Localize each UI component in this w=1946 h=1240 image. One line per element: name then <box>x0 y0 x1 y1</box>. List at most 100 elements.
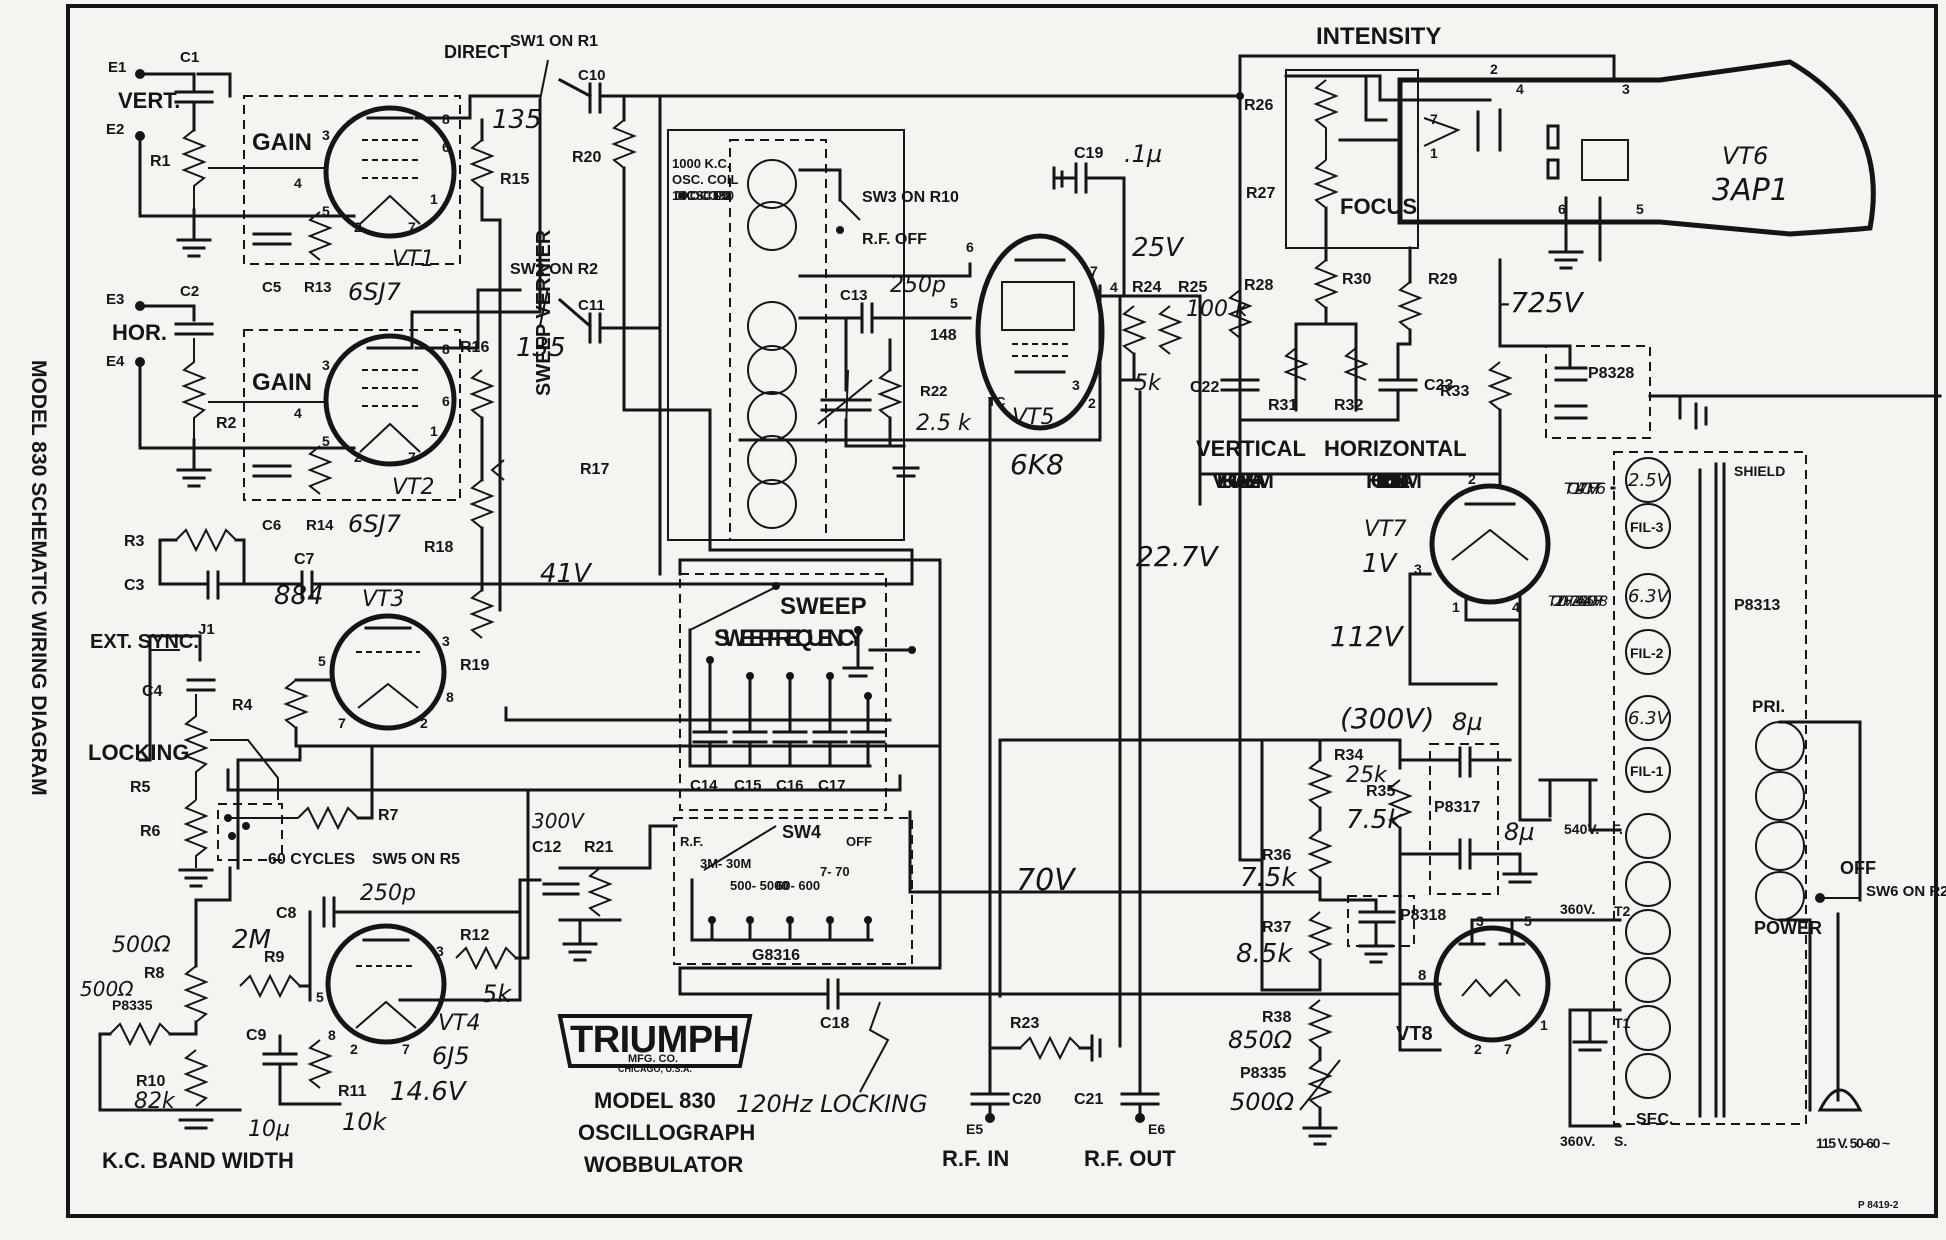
label-c1: C1 <box>180 49 199 66</box>
sw4-pos-7: 7- 70 <box>820 864 850 879</box>
svg-text:2: 2 <box>1474 1041 1482 1057</box>
sync-coupling: R3 C3 C7 <box>124 527 914 600</box>
label-r17: R17 <box>580 461 609 478</box>
hand-300v-b: 300V <box>532 809 585 833</box>
tap-fil1: FIL-1 <box>1630 763 1664 779</box>
svg-text:7: 7 <box>408 449 416 465</box>
hand-r38: 850Ω <box>1228 1026 1293 1054</box>
label-r12: R12 <box>460 927 489 944</box>
label-sw3: SW3 ON R10 <box>862 189 959 206</box>
tube-vt1-ref: VT1 <box>392 247 435 272</box>
note-vt7: TO 2-7 OF VT7 2-3-4-5-4 1-4-5 OF VT8 <box>1548 594 1608 610</box>
label-sw5: SW5 ON R5 <box>372 851 460 868</box>
label-c5: C5 <box>262 279 281 296</box>
transformer-primary-1 <box>1755 721 1805 771</box>
rf-io: C18 R23 C20 E5 R.F. IN C21 E6 R.F. OUT 1… <box>678 390 1402 1171</box>
tube-vt7 <box>1429 483 1551 605</box>
label-e6: E6 <box>1148 1121 1165 1137</box>
hand-r35: 7.5k <box>1346 805 1403 835</box>
svg-text:6: 6 <box>442 393 450 409</box>
tap-6-3v-b: 6.3V. <box>1628 708 1673 729</box>
power-filter: (300V) 8µ R34 25k R35 7.5k P8317 8µ R36 … <box>908 702 1538 1146</box>
transformer-primary-3 <box>1755 821 1805 871</box>
label-osc-coil: 1000 K.C. OSC. COIL P 8320 <box>672 188 734 203</box>
hand-14-6v: 14.6V <box>390 1077 468 1107</box>
tube-vt5-ref: VT5 <box>1012 405 1055 430</box>
svg-text:8: 8 <box>446 689 454 705</box>
label-r37: R37 <box>1262 919 1291 936</box>
label-c4: C4 <box>142 683 163 700</box>
label-r30: R30 <box>1342 271 1371 288</box>
label-c19: C19 <box>1074 145 1103 162</box>
hand-r12: 5k <box>482 980 512 1008</box>
label-r16: R16 <box>460 339 489 356</box>
label-vert: VERT. <box>118 88 180 113</box>
label-r2: R2 <box>216 415 237 432</box>
model-line1: MODEL 830 <box>594 1088 716 1113</box>
svg-text:2: 2 <box>350 1041 358 1057</box>
hand-300v-a: (300V) <box>1340 702 1434 735</box>
hand-c19: .1µ <box>1124 140 1162 168</box>
hand-135b: 135 <box>516 333 566 363</box>
terminal-e5[interactable] <box>985 1113 995 1123</box>
tap-360v-b: 360V. <box>1560 1133 1595 1149</box>
svg-text:5: 5 <box>318 653 326 669</box>
hand-120hz-locking: 120Hz LOCKING <box>736 1090 928 1118</box>
label-r21: R21 <box>584 839 613 856</box>
svg-text:2: 2 <box>420 715 428 731</box>
label-60-cycles: 60 CYCLES <box>268 851 355 868</box>
svg-text:5: 5 <box>322 433 330 449</box>
tube-vt3-ref: VT3 <box>362 587 405 612</box>
hand-8u-2: 8µ <box>1504 818 1535 846</box>
label-c9: C9 <box>246 1027 267 1044</box>
hand-c9: 10µ <box>248 1117 290 1142</box>
label-horizontal-beam: HORIZONTAL BEAM <box>1366 468 1422 493</box>
label-direct: DIRECT <box>444 42 511 62</box>
label-r10: R10 <box>136 1073 165 1090</box>
tube-vt5-type: 6K8 <box>1010 448 1064 481</box>
vt5-stage: 1000 K.C. OSC. COIL 1000 K.C. OSC. COIL … <box>667 129 1502 1050</box>
tube-vt1 <box>323 105 457 239</box>
p8317-box <box>1429 743 1499 895</box>
osc-coils <box>747 159 797 529</box>
label-kc-band-width: K.C. BAND WIDTH <box>102 1148 294 1173</box>
label-rf-in: R.F. IN <box>942 1146 1009 1171</box>
label-osc-coil-2: OSC. COIL <box>672 172 739 187</box>
label-e4: E4 <box>106 353 125 370</box>
label-c18: C18 <box>820 1015 849 1032</box>
power-transformer: SHIELD P8313 2.5V. FIL-3 6.3V. FIL-2 6.3… <box>1548 451 1946 1151</box>
label-r15: R15 <box>500 171 529 188</box>
label-r19: R19 <box>460 657 489 674</box>
terminal-e6[interactable] <box>1135 1113 1145 1123</box>
svg-text:4: 4 <box>1512 599 1520 615</box>
label-vertical-beam-1: VERTICAL <box>1196 436 1306 461</box>
tube-vt8-ref: VT8 <box>1396 1023 1433 1045</box>
shield-box-vt2 <box>243 329 461 501</box>
shield-box-vt1 <box>243 95 461 265</box>
label-e3: E3 <box>106 291 124 308</box>
transformer-primary-2 <box>1755 771 1805 821</box>
label-e5: E5 <box>966 1121 983 1137</box>
svg-text:5: 5 <box>322 203 330 219</box>
svg-text:1: 1 <box>1452 599 1460 615</box>
svg-text:4: 4 <box>1110 279 1118 295</box>
label-vertical-beam: VERTICAL BEAM <box>1212 468 1274 493</box>
label-p8317: P8317 <box>1434 799 1480 816</box>
tap-s: S. <box>1614 1133 1627 1149</box>
label-c6: C6 <box>262 517 281 534</box>
svg-text:7: 7 <box>1504 1041 1512 1057</box>
label-r32: R32 <box>1334 397 1363 414</box>
label-focus: FOCUS <box>1340 194 1417 219</box>
tap-t2: T2 <box>1614 903 1631 919</box>
label-r24: R24 <box>1132 279 1161 296</box>
label-pri: PRI. <box>1752 697 1785 716</box>
label-mains: 115 V. 50-60 ~ <box>1816 1135 1890 1151</box>
locking-switch-box <box>217 803 283 861</box>
label-rf-out: R.F. OUT <box>1084 1146 1176 1171</box>
label-r31: R31 <box>1268 397 1297 414</box>
tube-vt4 <box>325 923 447 1045</box>
